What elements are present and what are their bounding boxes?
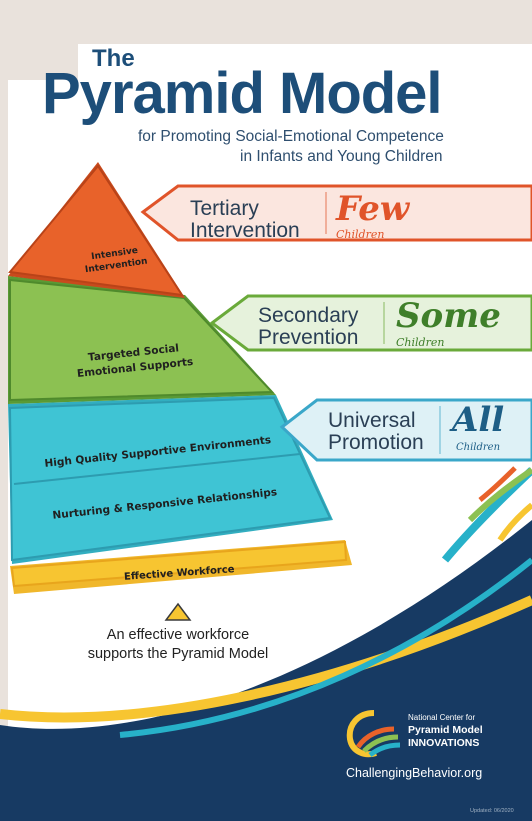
arrow-universal-small: Children — [456, 442, 501, 453]
arrow-secondary-small: Children — [396, 336, 445, 349]
page-title: Pyramid Model — [42, 61, 443, 126]
tier-universal — [8, 395, 333, 564]
ncpmi-logo-icon — [346, 710, 401, 758]
title-the: The — [92, 45, 135, 72]
arrow-tertiary-big: Few — [336, 189, 410, 229]
arrow-universal-big: All — [452, 400, 505, 440]
arrow-secondary-big: Some — [396, 296, 501, 336]
workforce-note-line1: An effective workforce — [106, 627, 250, 643]
arrow-tertiary-line1: Tertiary — [190, 197, 259, 220]
foundation-marker-icon — [164, 602, 192, 621]
arrow-tertiary — [140, 184, 532, 242]
arrow-universal-line2: Promotion — [328, 431, 424, 454]
tier-tertiary — [8, 162, 185, 298]
logo-line-3: INNOVATIONS — [408, 737, 480, 749]
logo-line-2: Pyramid Model — [408, 724, 483, 736]
arrow-secondary — [209, 294, 532, 352]
logo-line-1: National Center for — [408, 713, 476, 722]
arrow-universal-line1: Universal — [328, 409, 416, 432]
foundation-slab — [10, 540, 352, 594]
arrow-tertiary-small: Children — [336, 228, 385, 241]
arrow-secondary-line1: Secondary — [258, 304, 359, 327]
website-text: ChallengingBehavior.org — [346, 766, 483, 780]
arrow-universal — [279, 398, 532, 462]
workforce-note: An effective workforce supports the Pyra… — [58, 626, 298, 664]
workforce-note-line2: supports the Pyramid Model — [87, 646, 269, 662]
subtitle-line-2: in Infants and Young Children — [240, 148, 443, 165]
arrow-tertiary-line2: Intervention — [190, 219, 300, 242]
tier-secondary — [8, 276, 276, 404]
subtitle-line-1: for Promoting Social-Emotional Competenc… — [138, 128, 444, 145]
updated-text: Updated: 06/2020 — [470, 808, 514, 814]
arrow-secondary-line2: Prevention — [258, 326, 359, 349]
